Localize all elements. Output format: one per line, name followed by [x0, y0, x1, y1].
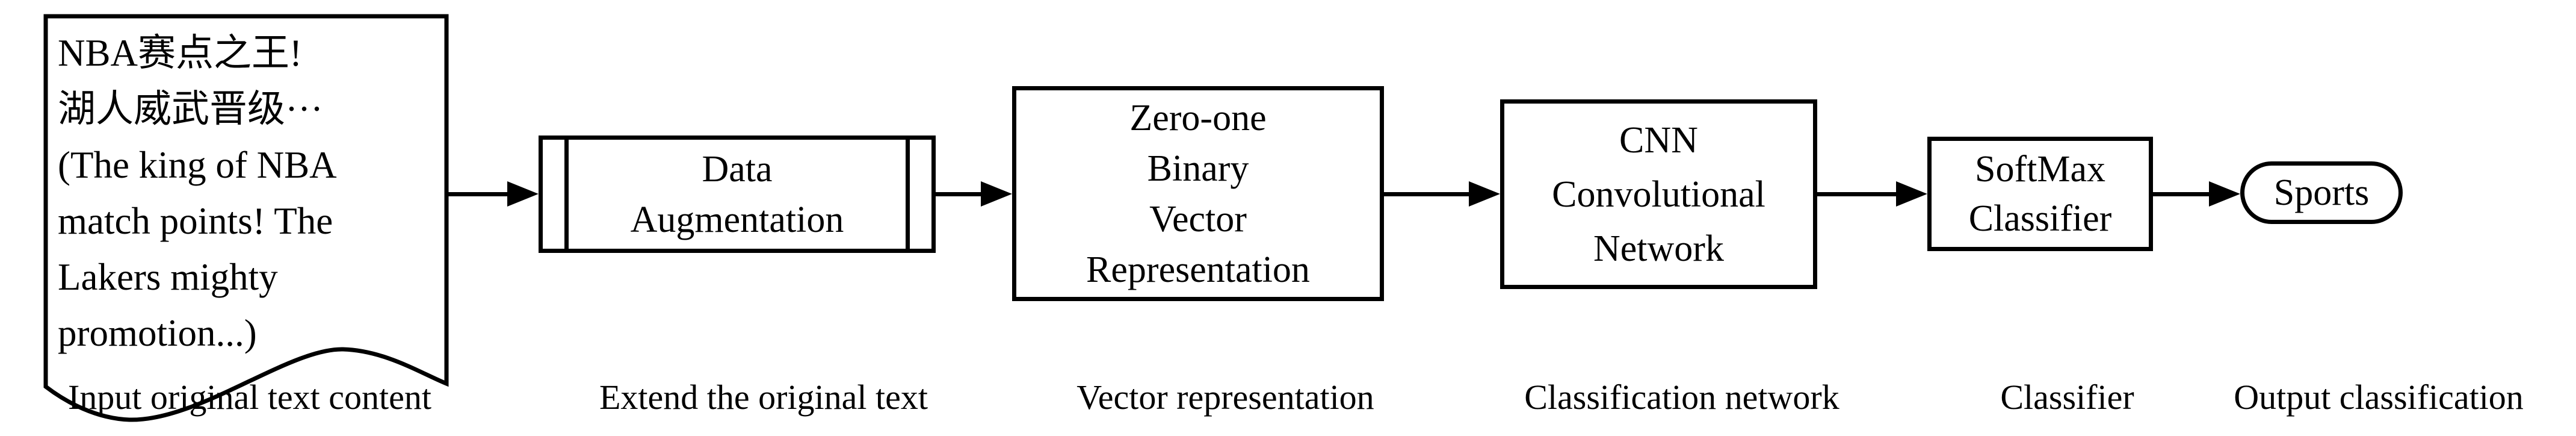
node-label: SoftMax Classifier	[1968, 149, 2112, 239]
arrow-shaft	[936, 192, 981, 196]
document-shape-outline	[43, 14, 449, 422]
arrow-head	[981, 181, 1012, 207]
arrow-head	[1469, 181, 1500, 207]
caption-input-document: Input original text content	[67, 378, 431, 417]
node-data-augmentation: Data Augmentation	[539, 135, 936, 253]
predefined-process-right-bar	[906, 140, 910, 249]
node-cnn: CNN Convolutional Network	[1500, 99, 1817, 289]
arrow-shaft	[1384, 192, 1469, 196]
arrow-head	[2209, 181, 2240, 207]
arrow-shaft	[446, 192, 507, 196]
caption-vector-representation: Vector representation	[1076, 378, 1374, 417]
arrow-shaft	[2153, 192, 2209, 196]
node-label: Sports	[2273, 172, 2370, 213]
node-label: Zero-one Binary Vector Representation	[1086, 97, 1310, 290]
arrow-shaft	[1817, 192, 1896, 196]
predefined-process-left-bar	[564, 140, 569, 249]
caption-output: Output classification	[2234, 378, 2524, 417]
node-output-sports: Sports	[2240, 161, 2403, 224]
caption-data-augmentation: Extend the original text	[599, 378, 928, 417]
caption-cnn: Classification network	[1524, 378, 1839, 417]
node-label: Data Augmentation	[630, 148, 844, 240]
arrow-head	[1896, 181, 1927, 207]
arrow-head	[507, 181, 539, 207]
node-vector-representation: Zero-one Binary Vector Representation	[1012, 86, 1384, 301]
document-node-text: NBA赛点之王! 湖人威武晋级··· (The king of NBA matc…	[58, 32, 337, 354]
caption-softmax: Classifier	[2000, 378, 2134, 417]
node-label: CNN Convolutional Network	[1552, 119, 1765, 269]
node-softmax: SoftMax Classifier	[1927, 137, 2153, 251]
